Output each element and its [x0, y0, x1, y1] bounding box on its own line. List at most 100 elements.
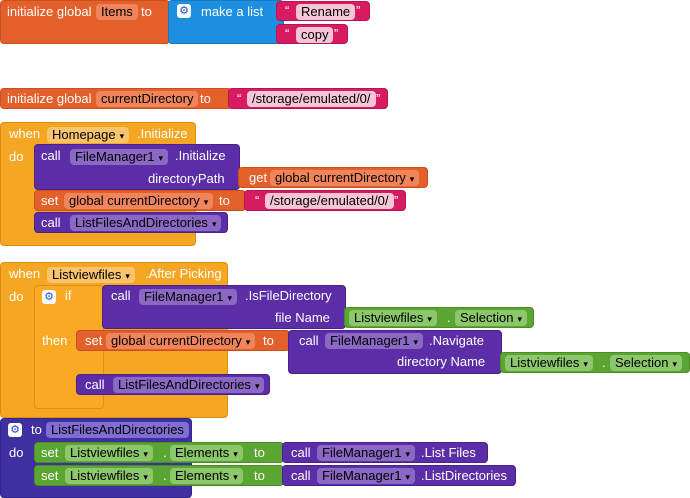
call3-label: call: [85, 377, 105, 392]
call3-proc-dropdown[interactable]: ListFilesAndDirectories▾: [113, 377, 265, 393]
init-items-varname-text: Items: [101, 4, 133, 19]
chevron-down-icon: ▾: [125, 270, 130, 281]
call-list-files-and-directories-2[interactable]: call ListFilesAndDirectories▾: [76, 374, 270, 395]
row2-dot: .: [163, 468, 167, 483]
homepage-component-dropdown[interactable]: Homepage▾: [47, 127, 130, 143]
call1-param-label: directoryPath: [148, 171, 225, 186]
homepage-do-label: do: [9, 149, 24, 164]
set1-value-block[interactable]: “ /storage/emulated/0/ ”: [244, 190, 406, 211]
set1-value[interactable]: /storage/emulated/0/: [265, 193, 394, 209]
init-dir-value[interactable]: /storage/emulated/0/: [247, 91, 376, 107]
isfile-component-text: FileManager1: [144, 289, 224, 304]
list-item-rename[interactable]: Rename: [296, 4, 356, 20]
sel1-prop-text: Selection: [460, 310, 514, 325]
chevron-down-icon: ▾: [405, 448, 411, 459]
gear-icon[interactable]: ⚙: [8, 423, 22, 437]
row1-prop-text: Elements: [175, 445, 230, 460]
quote-open-icon: “: [237, 91, 242, 106]
isfile-component-dropdown[interactable]: FileManager1▾: [139, 289, 238, 305]
call-isfiledirectory[interactable]: call FileManager1▾ .IsFileDirectory file…: [102, 285, 346, 329]
row1-call-method: .List Files: [421, 445, 476, 460]
call2-label: call: [41, 215, 61, 230]
row1-component-dropdown[interactable]: Listviewfiles▾: [65, 445, 153, 461]
set-current-directory-2[interactable]: set global currentDirectory▾ to: [76, 330, 290, 351]
chevron-down-icon: ▾: [158, 152, 164, 163]
nav-method-label: .Navigate: [429, 333, 484, 348]
row1-dot: .: [163, 445, 167, 460]
init-dir-value-block[interactable]: “ /storage/emulated/0/ ”: [228, 88, 388, 109]
isfile-call-label: call: [111, 288, 131, 303]
lv-component-text: Listviewfiles: [52, 267, 122, 282]
lv-do-label: do: [9, 289, 24, 304]
proc-name-field[interactable]: ListFilesAndDirectories: [46, 422, 189, 438]
listview-selection-1[interactable]: Listviewfiles▾ . Selection▾: [344, 307, 534, 328]
row1-prop-dropdown[interactable]: Elements▾: [170, 445, 243, 461]
sel2-dot: .: [602, 355, 606, 370]
sel2-component-text: Listviewfiles: [510, 355, 580, 370]
list-item-rename-block[interactable]: “ Rename ”: [276, 1, 370, 21]
set2-var-text: global currentDirectory: [111, 333, 242, 348]
quote-close-icon: ”: [356, 3, 361, 18]
chevron-down-icon: ▾: [583, 358, 588, 369]
chevron-down-icon: ▾: [227, 292, 233, 303]
lv-component-dropdown[interactable]: Listviewfiles▾: [47, 267, 135, 283]
chevron-down-icon: ▾: [427, 313, 432, 324]
nav-call-label: call: [299, 333, 319, 348]
sel1-prop-dropdown[interactable]: Selection▾: [455, 310, 528, 326]
call-list-files-and-directories-1[interactable]: call ListFilesAndDirectories▾: [34, 212, 228, 233]
sel2-prop-dropdown[interactable]: Selection▾: [610, 355, 683, 371]
set2-var-dropdown[interactable]: global currentDirectory▾: [106, 333, 256, 349]
gear-icon[interactable]: ⚙: [42, 290, 56, 304]
call2-proc-dropdown[interactable]: ListFilesAndDirectories▾: [70, 215, 222, 231]
then-label: then: [42, 333, 68, 348]
row2-call-component-dropdown[interactable]: FileManager1▾: [317, 468, 416, 484]
homepage-component-text: Homepage: [52, 127, 116, 142]
list-item-copy[interactable]: copy: [296, 27, 334, 43]
call-filemanager-initialize[interactable]: call FileManager1▾ .Initialize directory…: [34, 144, 240, 190]
set1-var-dropdown[interactable]: global currentDirectory▾: [64, 193, 214, 209]
make-list-block[interactable]: ⚙ make a list: [168, 0, 284, 44]
listview-selection-2[interactable]: Listviewfiles▾ . Selection▾: [500, 352, 690, 373]
homepage-event-label: .Initialize: [137, 126, 188, 141]
get-current-directory[interactable]: get global currentDirectory▾: [238, 167, 428, 188]
set1-label: set: [41, 193, 59, 208]
chevron-down-icon: ▾: [203, 196, 209, 207]
gear-icon[interactable]: ⚙: [177, 4, 191, 18]
sel1-component-dropdown[interactable]: Listviewfiles▾: [349, 310, 437, 326]
make-list-label: make a list: [201, 4, 264, 19]
chevron-down-icon: ▾: [211, 218, 217, 229]
sel2-prop-text: Selection: [615, 355, 669, 370]
quote-open-icon: “: [285, 3, 290, 18]
get-var-dropdown[interactable]: global currentDirectory▾: [270, 170, 420, 186]
set2-label: set: [85, 333, 103, 348]
init-dir-varname[interactable]: currentDirectory: [96, 91, 199, 107]
row1-call-label: call: [291, 445, 311, 460]
row1-call-component-dropdown[interactable]: FileManager1▾: [317, 445, 416, 461]
init-items-varname[interactable]: Items: [96, 4, 138, 20]
call1-method-label: .Initialize: [175, 148, 226, 163]
call-navigate[interactable]: call FileManager1▾ .Navigate directory N…: [288, 330, 502, 374]
init-items-block[interactable]: initialize global Items to: [0, 0, 170, 44]
call3-proc-text: ListFilesAndDirectories: [118, 377, 251, 392]
call1-component-dropdown[interactable]: FileManager1▾: [70, 149, 169, 165]
list-item-copy-block[interactable]: “ copy ”: [276, 24, 348, 44]
quote-close-icon: ”: [376, 91, 381, 106]
quote-close-icon: ”: [394, 193, 399, 208]
chevron-down-icon: ▾: [233, 471, 238, 482]
quote-close-icon: ”: [334, 26, 339, 41]
init-dir-prefix: initialize global: [7, 91, 92, 106]
row2-component-dropdown[interactable]: Listviewfiles▾: [65, 468, 153, 484]
row1-set-label: set: [41, 445, 59, 460]
set-current-directory[interactable]: set global currentDirectory▾ to: [34, 190, 246, 211]
set-elements-row-1[interactable]: set Listviewfiles▾ . Elements▾ to: [34, 442, 284, 463]
call-list-files[interactable]: call FileManager1▾ .List Files: [282, 442, 488, 463]
row2-prop-dropdown[interactable]: Elements▾: [170, 468, 243, 484]
set-elements-row-2[interactable]: set Listviewfiles▾ . Elements▾ to: [34, 465, 284, 486]
nav-component-dropdown[interactable]: FileManager1▾: [325, 333, 424, 349]
sel2-component-dropdown[interactable]: Listviewfiles▾: [505, 355, 593, 371]
init-dir-block[interactable]: initialize global currentDirectory to: [0, 88, 232, 109]
call-list-directories[interactable]: call FileManager1▾ .ListDirectories: [282, 465, 516, 486]
row2-set-label: set: [41, 468, 59, 483]
call1-component-text: FileManager1: [75, 149, 155, 164]
nav-dirname-label: directory Name: [397, 354, 486, 369]
